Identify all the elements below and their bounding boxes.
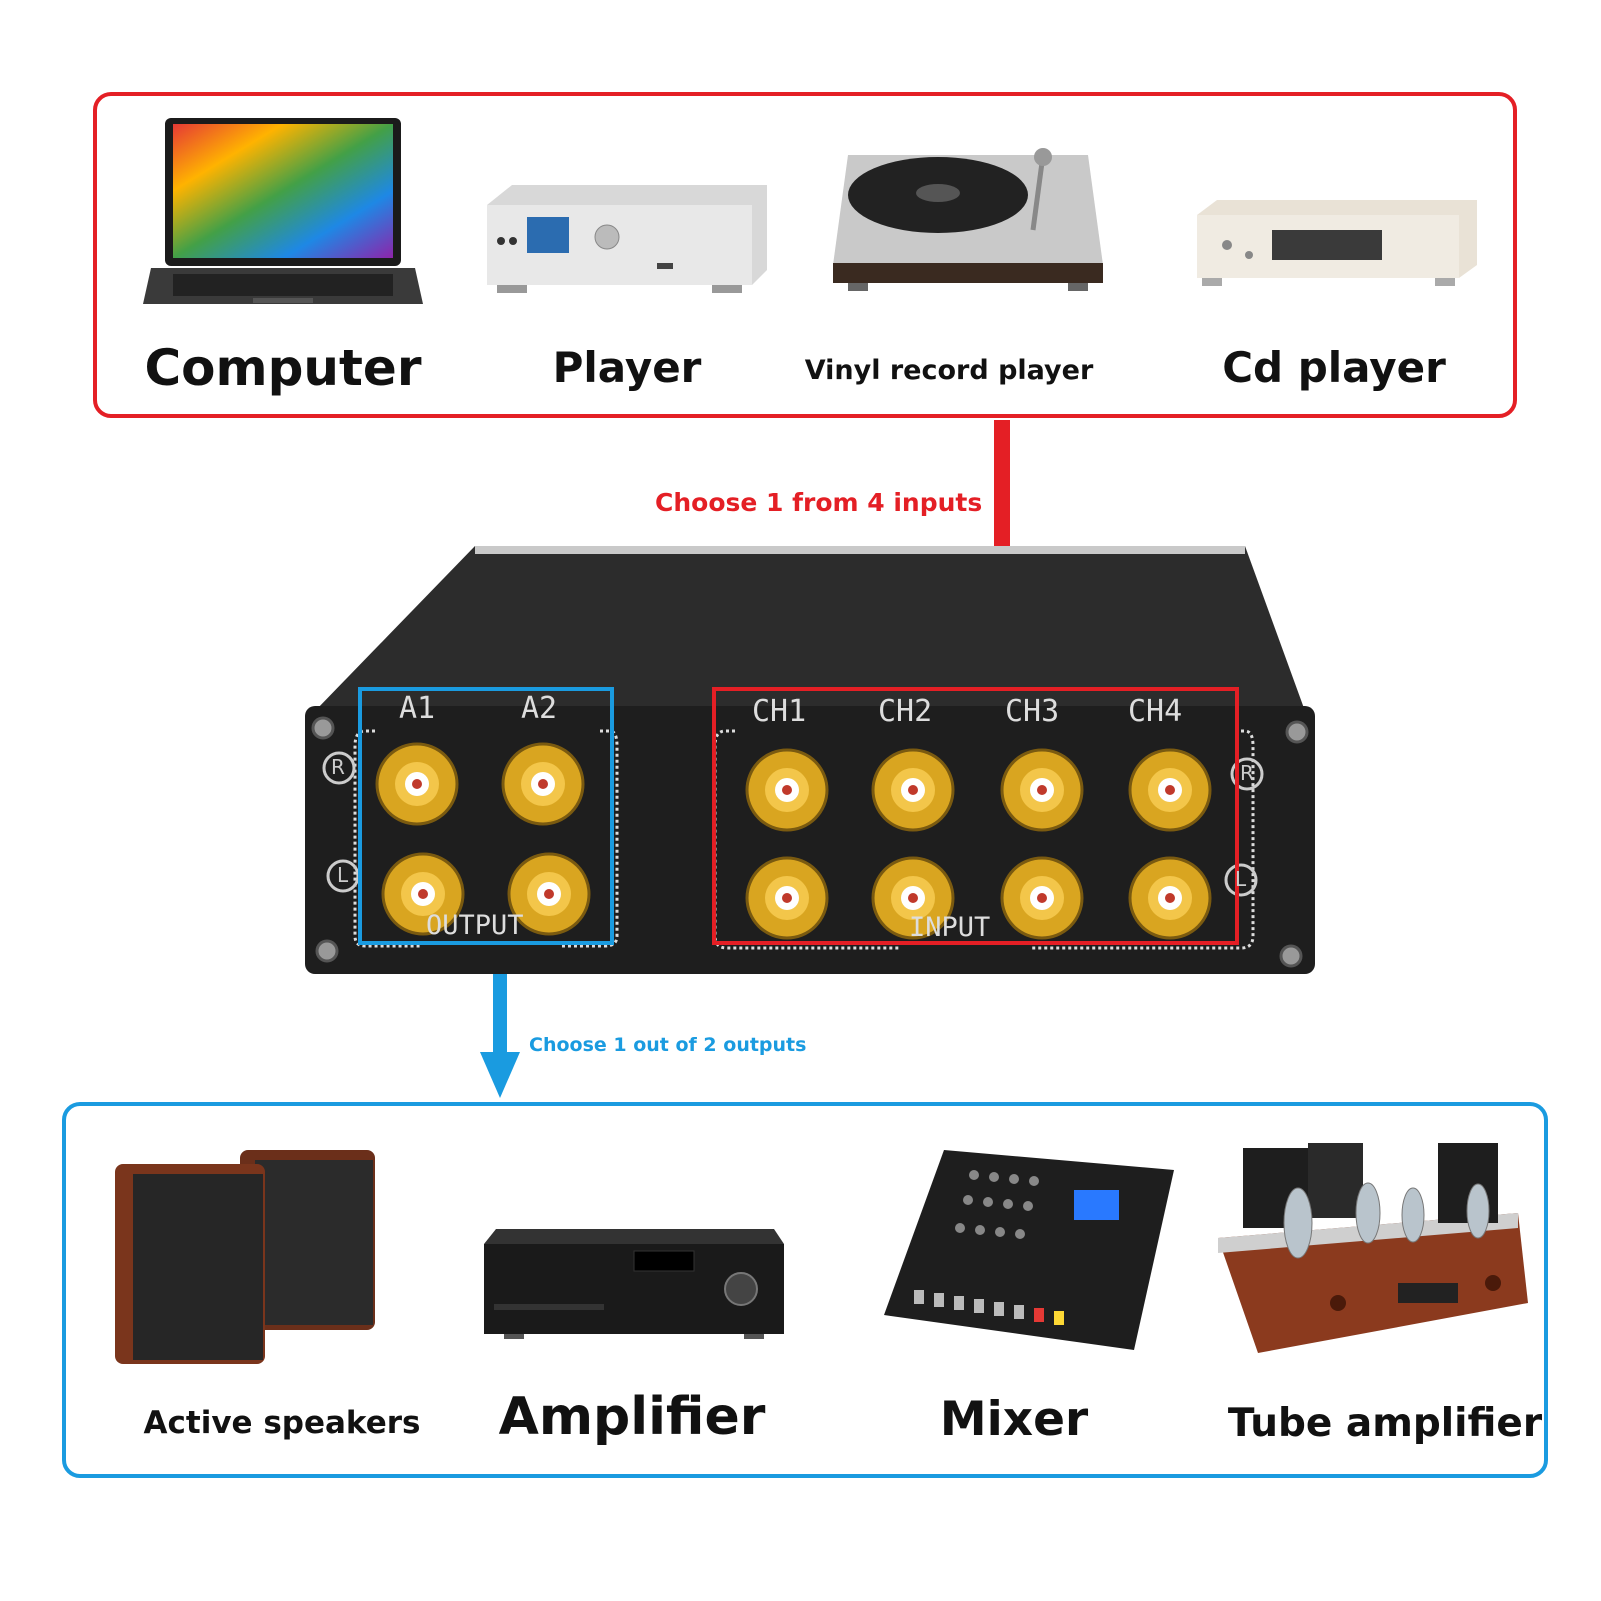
output-arrow-shaft — [493, 965, 507, 1057]
left-marker-left: L — [337, 863, 349, 887]
channel-a2-label: A2 — [521, 691, 558, 726]
tube-amplifier-label: Tube amplifier — [1227, 1401, 1543, 1446]
tube-amplifier-icon — [1218, 1143, 1528, 1363]
cd-player-label: Cd player — [1222, 343, 1446, 392]
audio-switcher: A1 A2 CH1 CH2 CH3 CH4 OUTPUT INPUT R L R… — [305, 546, 1315, 976]
speakers-label: Active speakers — [143, 1405, 421, 1441]
amplifier-label: Amplifier — [498, 1387, 766, 1447]
channel-a1-label: A1 — [399, 691, 436, 726]
input-selection-frame — [712, 687, 1239, 945]
right-marker-left: R — [331, 755, 345, 779]
player-label: Player — [552, 343, 702, 392]
amplifier-icon — [484, 1229, 784, 1339]
channel-ch3-label: CH3 — [1005, 694, 1060, 729]
channel-ch1-label: CH1 — [752, 694, 807, 729]
inputs-note: Choose 1 from 4 inputs — [655, 488, 983, 517]
output-group-label: OUTPUT — [426, 910, 524, 941]
channel-ch4-label: CH4 — [1128, 694, 1183, 729]
output-arrowhead — [480, 1052, 520, 1098]
media-player-icon — [487, 185, 767, 300]
mixer-icon — [884, 1150, 1174, 1350]
mixer-label: Mixer — [939, 1392, 1089, 1447]
input-group-label: INPUT — [909, 912, 991, 943]
right-marker-right: R — [1240, 761, 1254, 785]
cd-player-icon — [1197, 200, 1477, 290]
output-selection-frame — [358, 687, 614, 945]
laptop-icon — [143, 118, 423, 318]
speakers-icon — [115, 1150, 385, 1365]
channel-ch2-label: CH2 — [878, 694, 933, 729]
vinyl-label: Vinyl record player — [804, 355, 1094, 386]
turntable-icon — [828, 145, 1108, 295]
left-marker-right: L — [1235, 867, 1247, 891]
computer-label: Computer — [144, 339, 422, 397]
outputs-note: Choose 1 out of 2 outputs — [529, 1034, 807, 1056]
